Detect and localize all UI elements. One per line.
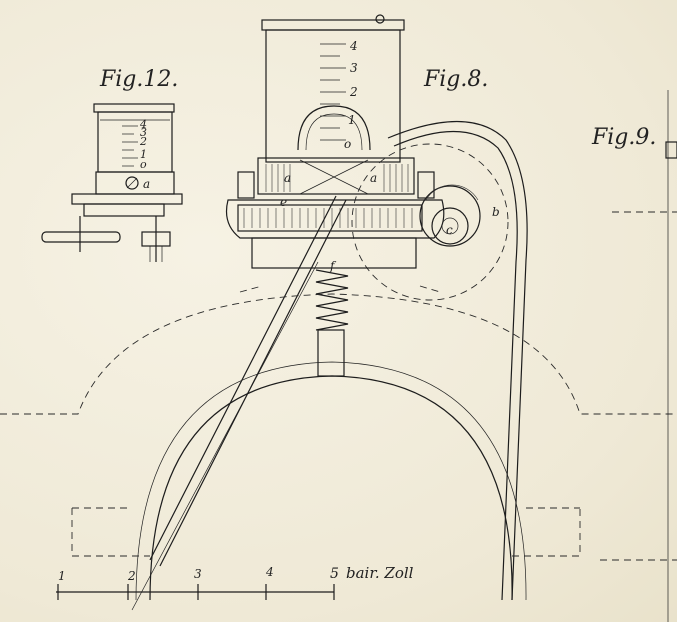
fig9-title: Fig.9. [591,125,656,150]
svg-text:2: 2 [349,85,358,99]
scale-unit-label: bair. Zoll [346,564,414,582]
fig12-scale-numbers: 4 3 2 1 o [139,118,147,171]
fig8-drawing [0,14,677,622]
label-f: f [329,259,337,273]
svg-text:3: 3 [140,126,147,139]
svg-text:o: o [344,137,351,151]
scale-tick-3: 3 [194,567,202,581]
svg-text:1: 1 [348,113,356,127]
svg-text:3: 3 [350,61,358,75]
scale-bar [56,584,335,600]
label-a-left: a [284,171,291,185]
scale-tick-4: 4 [265,565,274,579]
svg-text:o: o [140,158,147,171]
label-e: e [280,195,287,209]
svg-text:4: 4 [139,118,147,131]
label-a-fig12: a [143,177,150,191]
label-b: b [492,205,500,219]
label-c: c [446,223,453,237]
svg-text:1: 1 [140,148,147,161]
svg-text:2: 2 [139,135,147,148]
scale-tick-2: 2 [127,569,136,583]
fig12-drawing: a [41,103,183,262]
fig12-title: Fig.12. [99,67,178,92]
scale-tick-5: 5 [330,566,339,582]
fig8-scale-numbers: 4 3 2 1 o [344,39,358,151]
svg-text:4: 4 [349,39,358,53]
label-a-right: a [370,171,377,185]
fig8-title: Fig.8. [423,67,488,92]
scale-tick-1: 1 [58,569,66,583]
